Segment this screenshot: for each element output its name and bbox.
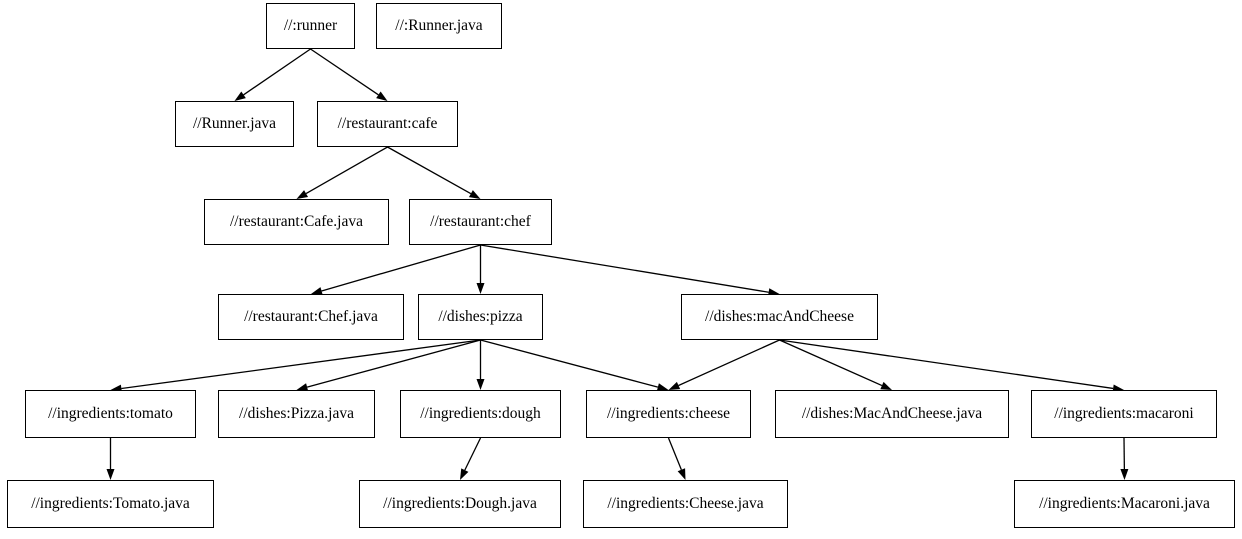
graph-node-label: //restaurant:cafe — [337, 115, 438, 133]
graph-node-label: //ingredients:macaroni — [1054, 405, 1194, 423]
graph-node-macncheese_java[interactable]: //dishes:MacAndCheese.java — [775, 390, 1009, 438]
graph-node-dough_java[interactable]: //ingredients:Dough.java — [359, 480, 561, 528]
graph-node-pizza_java[interactable]: //dishes:Pizza.java — [218, 390, 375, 438]
graph-node-label: //ingredients:Macaroni.java — [1039, 495, 1210, 513]
graph-node-cheese_java[interactable]: //ingredients:Cheese.java — [583, 480, 788, 528]
graph-node-label: //ingredients:dough — [420, 405, 541, 423]
graph-node-ing_cheese[interactable]: //ingredients:cheese — [586, 390, 751, 438]
graph-node-label: //Runner.java — [192, 115, 277, 133]
graph-node-runner_java_root[interactable]: //:Runner.java — [376, 3, 502, 49]
graph-node-label: //ingredients:tomato — [48, 405, 173, 423]
graph-node-label: //:Runner.java — [395, 17, 483, 35]
graph-node-label: //restaurant:Cafe.java — [230, 213, 363, 231]
graph-node-ing_dough[interactable]: //ingredients:dough — [400, 390, 561, 438]
graph-node-runner_java[interactable]: //Runner.java — [175, 101, 294, 147]
graph-node-label: //ingredients:Dough.java — [383, 495, 537, 513]
graph-node-dishes_pizza[interactable]: //dishes:pizza — [418, 294, 543, 340]
graph-node-macaroni_java[interactable]: //ingredients:Macaroni.java — [1014, 480, 1235, 528]
graph-node-label: //dishes:MacAndCheese.java — [801, 405, 983, 423]
graph-node-runner[interactable]: //:runner — [266, 3, 355, 49]
graph-node-tomato_java[interactable]: //ingredients:Tomato.java — [7, 480, 214, 528]
graph-node-label: //:runner — [283, 17, 338, 35]
graph-node-label: //ingredients:cheese — [606, 405, 731, 423]
graph-node-label: //restaurant:Chef.java — [244, 308, 378, 326]
graph-node-dishes_macncheese[interactable]: //dishes:macAndCheese — [681, 294, 878, 340]
graph-node-restaurant_chef[interactable]: //restaurant:chef — [409, 199, 552, 245]
graph-node-label: //ingredients:Tomato.java — [31, 495, 190, 513]
graph-node-label: //dishes:pizza — [438, 308, 523, 326]
graph-node-label: //ingredients:Cheese.java — [607, 495, 764, 513]
graph-node-chef_java[interactable]: //restaurant:Chef.java — [218, 294, 404, 340]
graph-node-restaurant_cafe[interactable]: //restaurant:cafe — [317, 101, 458, 147]
graph-node-label: //dishes:macAndCheese — [705, 308, 854, 326]
graph-node-ing_macaroni[interactable]: //ingredients:macaroni — [1031, 390, 1217, 438]
graph-node-label: //restaurant:chef — [430, 213, 531, 231]
graph-node-cafe_java[interactable]: //restaurant:Cafe.java — [204, 199, 389, 245]
graph-node-ing_tomato[interactable]: //ingredients:tomato — [25, 390, 196, 438]
graph-node-label: //dishes:Pizza.java — [239, 405, 354, 423]
